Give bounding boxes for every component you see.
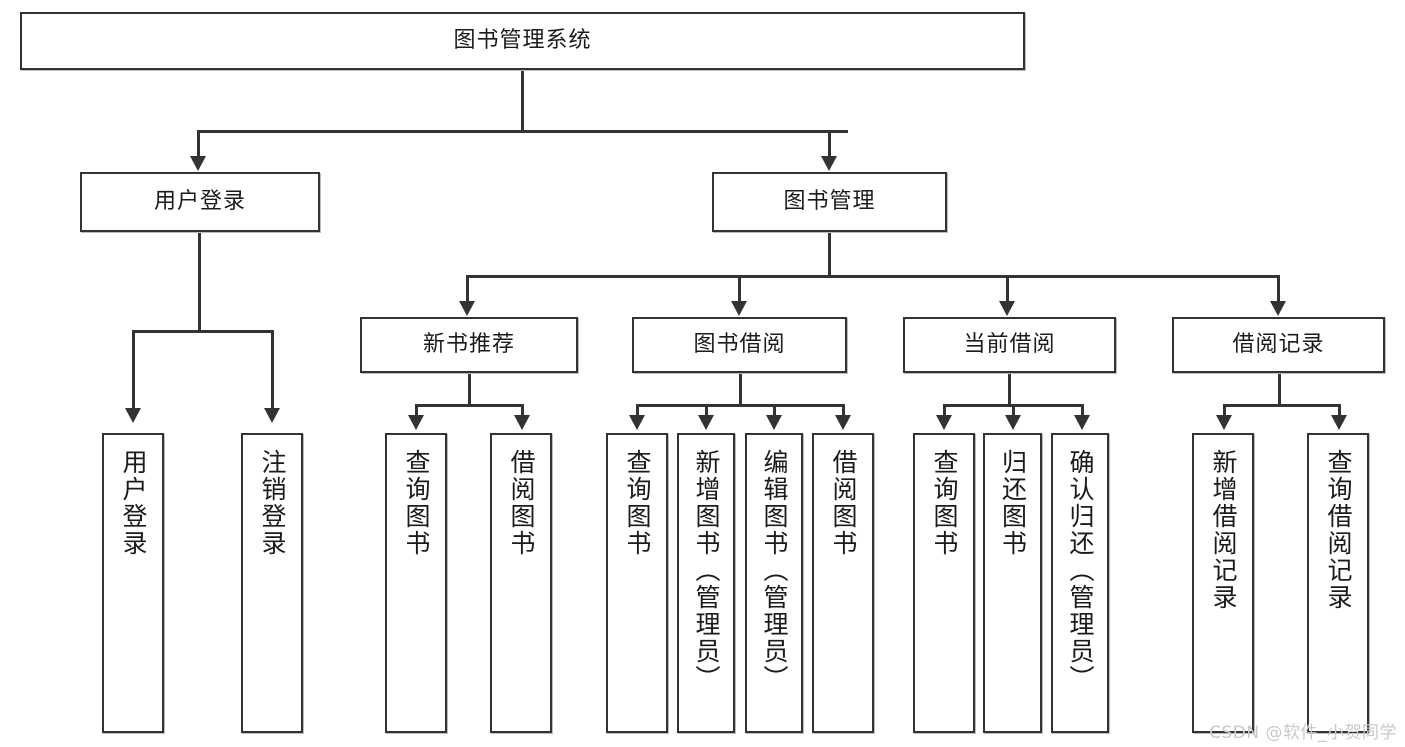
arrow-book-borrow-to-leaf4 — [835, 415, 851, 430]
arrow-book-borrow-to-leaf3 — [766, 415, 782, 430]
leaf-query-book-new-rec[interactable]: 查询图书 — [385, 433, 447, 733]
arrow-borrow-record-to-leaf2 — [1331, 415, 1347, 430]
node-label: 图书管理 — [783, 189, 876, 215]
edge-borrow-record-stem — [1278, 373, 1281, 406]
leaf-query-borrow-record[interactable]: 查询借阅记录 — [1307, 433, 1369, 733]
csdn-watermark: CSDN @软件_小贺同学 — [1209, 723, 1397, 743]
node-borrow-record[interactable]: 借阅记录 — [1172, 317, 1385, 373]
node-root-book-management-system[interactable]: 图书管理系统 — [20, 12, 1025, 70]
node-user-login[interactable]: 用户登录 — [80, 172, 320, 232]
edge-book-manage-stem — [828, 232, 831, 277]
node-label: 借阅记录 — [1232, 332, 1325, 358]
node-label: 图书管理系统 — [453, 28, 592, 54]
node-label: 当前借阅 — [963, 332, 1056, 358]
edge-root-bus — [197, 130, 848, 133]
node-label: 图书借阅 — [693, 332, 786, 358]
edge-borrow-record-to-leaf1 — [1223, 404, 1226, 418]
arrow-user-login-to-leaf1 — [125, 408, 141, 423]
edge-book-manage-to-new-book — [466, 275, 469, 303]
arrow-book-borrow-to-leaf1 — [629, 415, 645, 430]
edge-borrow-record-bus — [1223, 404, 1340, 407]
arrow-new-book-to-leaf2 — [514, 415, 530, 430]
leaf-user-login[interactable]: 用户登录 — [102, 433, 164, 733]
edge-book-manage-to-book-borrow — [738, 275, 741, 303]
edge-current-borrow-to-leaf1 — [943, 404, 946, 418]
edge-borrow-record-to-leaf2 — [1338, 404, 1341, 418]
node-current-borrow[interactable]: 当前借阅 — [903, 317, 1116, 373]
edge-new-book-bus — [415, 404, 523, 407]
arrow-book-manage-to-borrow-record — [1270, 301, 1286, 316]
node-book-management[interactable]: 图书管理 — [712, 172, 947, 232]
edge-user-login-to-leaf1 — [132, 330, 135, 410]
leaf-label: 用户登录 — [119, 449, 148, 557]
edge-root-to-user-login — [197, 130, 200, 158]
arrow-current-borrow-to-leaf3 — [1074, 415, 1090, 430]
edge-book-borrow-to-leaf1 — [636, 404, 639, 418]
arrow-book-manage-to-current-borrow — [999, 301, 1015, 316]
leaf-label: 归还图书 — [998, 449, 1028, 557]
leaf-label: 确认归还（管理员） — [1066, 449, 1095, 692]
edge-book-manage-bus — [466, 275, 1279, 278]
leaf-query-book-borrow[interactable]: 查询图书 — [606, 433, 668, 733]
edge-user-login-to-leaf2 — [271, 330, 274, 410]
edge-user-login-stem — [198, 232, 201, 332]
edge-book-borrow-to-leaf2 — [705, 404, 708, 418]
edge-current-borrow-to-leaf3 — [1081, 404, 1084, 418]
edge-book-manage-to-current-borrow — [1006, 275, 1009, 303]
edge-root-stem — [521, 70, 524, 132]
leaf-label: 新增借阅记录 — [1209, 449, 1238, 611]
leaf-add-borrow-record[interactable]: 新增借阅记录 — [1192, 433, 1254, 733]
edge-current-borrow-stem — [1008, 373, 1011, 406]
arrow-book-borrow-to-leaf2 — [698, 415, 714, 430]
node-label: 新书推荐 — [422, 332, 515, 358]
arrow-new-book-to-leaf1 — [408, 415, 424, 430]
arrow-user-login-to-leaf2 — [264, 408, 280, 423]
leaf-label: 注销登录 — [258, 449, 287, 557]
edge-book-borrow-stem — [739, 373, 742, 406]
arrow-borrow-record-to-leaf1 — [1216, 415, 1232, 430]
leaf-label: 查询借阅记录 — [1324, 449, 1353, 611]
arrow-root-to-book-manage — [821, 156, 837, 171]
node-new-book-recommendation[interactable]: 新书推荐 — [360, 317, 578, 373]
arrow-current-borrow-to-leaf1 — [936, 415, 952, 430]
leaf-label: 编辑图书（管理员） — [760, 449, 789, 692]
node-label: 用户登录 — [153, 189, 246, 215]
arrow-book-manage-to-new-book — [459, 301, 475, 316]
leaf-label: 借阅图书 — [507, 449, 536, 557]
edge-book-borrow-bus — [636, 404, 844, 407]
arrow-current-borrow-to-leaf2 — [1005, 415, 1021, 430]
edge-user-login-bus — [132, 330, 274, 333]
leaf-user-logout[interactable]: 注销登录 — [241, 433, 303, 733]
edge-book-borrow-to-leaf3 — [773, 404, 776, 418]
leaf-edit-book-admin[interactable]: 编辑图书（管理员） — [745, 433, 803, 733]
edge-current-borrow-to-leaf2 — [1012, 404, 1015, 418]
leaf-label: 查询图书 — [930, 449, 959, 557]
leaf-return-book[interactable]: 归还图书 — [983, 433, 1042, 733]
edge-new-book-to-leaf1 — [415, 404, 418, 418]
leaf-label: 查询图书 — [623, 449, 652, 557]
edge-root-to-book-manage — [828, 130, 831, 158]
leaf-borrow-book-borrow[interactable]: 借阅图书 — [812, 433, 874, 733]
leaf-add-book-admin[interactable]: 新增图书（管理员） — [677, 433, 735, 733]
leaf-label: 借阅图书 — [829, 449, 858, 557]
leaf-confirm-return-admin[interactable]: 确认归还（管理员） — [1051, 433, 1109, 733]
edge-new-book-stem — [468, 373, 471, 406]
node-book-borrow[interactable]: 图书借阅 — [632, 317, 847, 373]
edge-new-book-to-leaf2 — [521, 404, 524, 418]
leaf-label: 查询图书 — [402, 449, 431, 557]
leaf-query-book-current[interactable]: 查询图书 — [913, 433, 975, 733]
leaf-label: 新增图书（管理员） — [692, 449, 721, 692]
edge-book-manage-to-borrow-record — [1277, 275, 1280, 303]
edge-book-borrow-to-leaf4 — [842, 404, 845, 418]
arrow-book-manage-to-book-borrow — [731, 301, 747, 316]
arrow-root-to-user-login — [190, 156, 206, 171]
leaf-borrow-book-new-rec[interactable]: 借阅图书 — [490, 433, 552, 733]
